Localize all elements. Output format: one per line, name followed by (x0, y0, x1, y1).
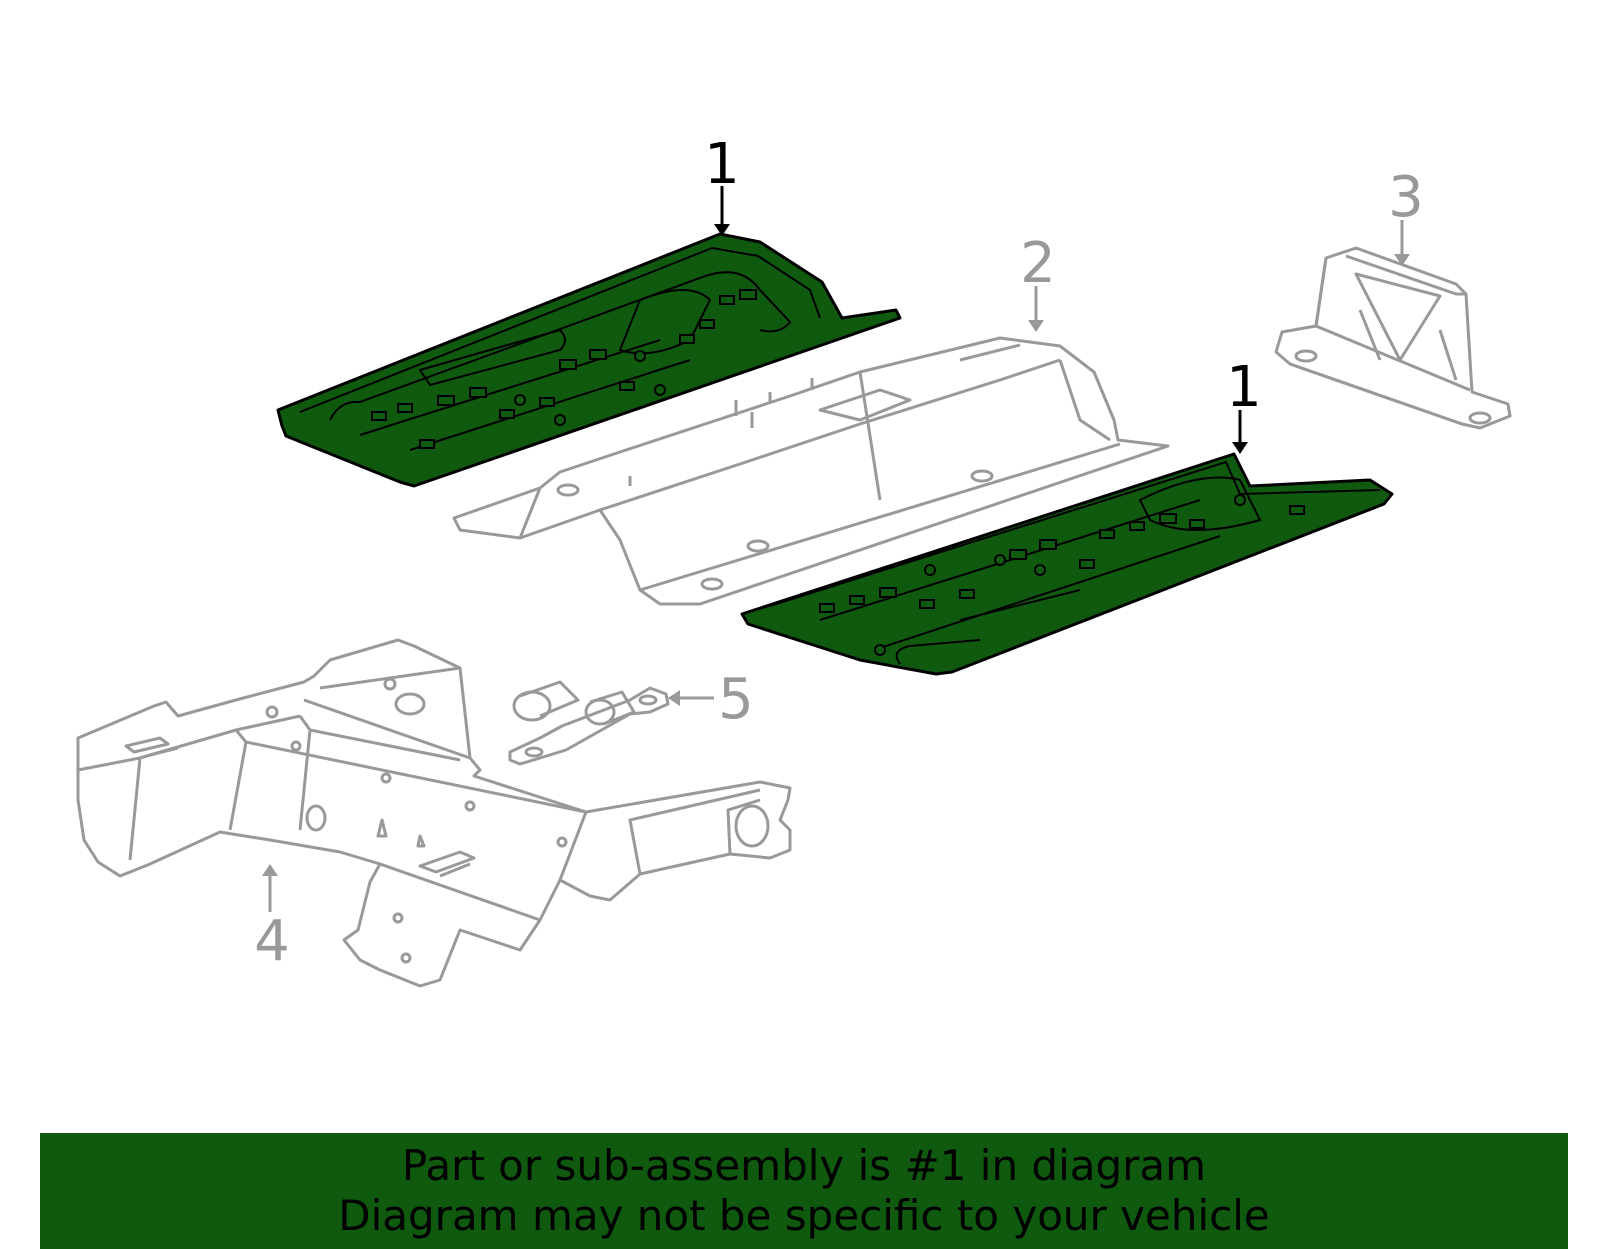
small-bracket[interactable] (508, 680, 670, 766)
callout-number: 1 (704, 132, 740, 197)
callout-3: 3 (1388, 165, 1424, 266)
callout-1-left: 1 (704, 132, 740, 236)
mount-bracket[interactable] (1274, 246, 1512, 430)
callout-4: 4 (254, 864, 290, 974)
floor-pan-left[interactable] (276, 232, 902, 488)
callout-number: 2 (1020, 231, 1056, 296)
callout-number: 3 (1388, 165, 1424, 230)
callout-number: 4 (254, 909, 290, 974)
callout-number: 5 (718, 667, 754, 732)
crossmember[interactable] (76, 638, 792, 988)
callout-2: 2 (1020, 231, 1056, 332)
floor-tunnel[interactable] (452, 336, 1170, 606)
info-banner: Part or sub-assembly is #1 in diagram Di… (40, 1133, 1568, 1249)
callout-1-right: 1 (1226, 355, 1262, 454)
banner-line-2: Diagram may not be specific to your vehi… (338, 1191, 1270, 1240)
banner-line-1: Part or sub-assembly is #1 in diagram (401, 1141, 1207, 1190)
callout-number: 1 (1226, 355, 1262, 420)
floor-pan-right[interactable] (740, 452, 1394, 676)
callout-5: 5 (668, 667, 754, 732)
